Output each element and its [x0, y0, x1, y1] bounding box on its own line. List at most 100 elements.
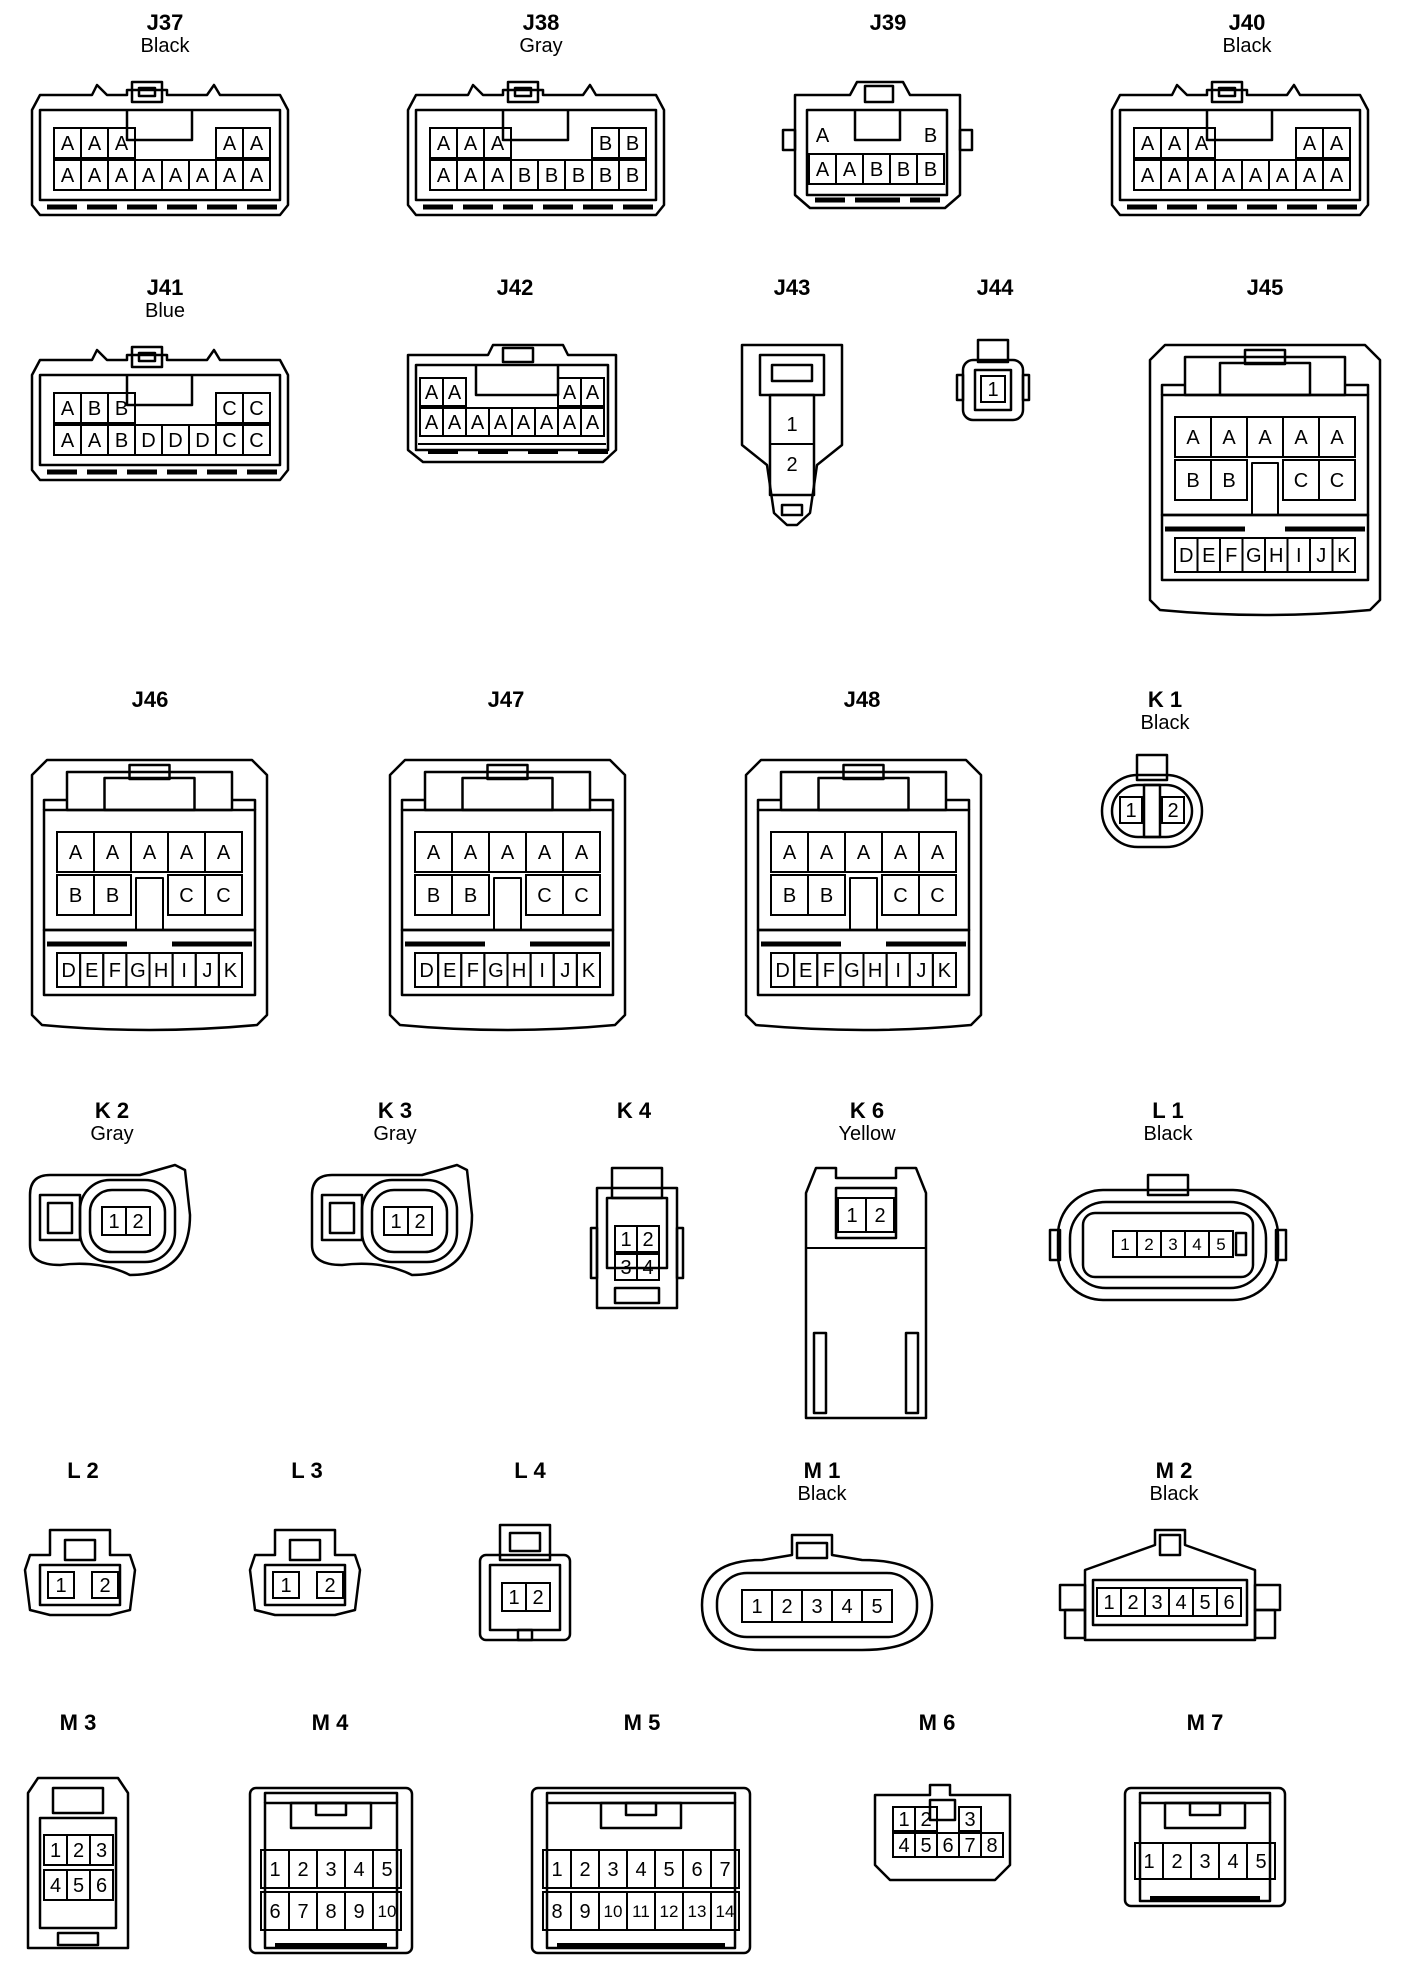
connector-id: L 2	[67, 1458, 98, 1483]
pin-label: F	[823, 960, 835, 982]
pin-cavity: 5	[1246, 1842, 1276, 1880]
pin-label: H	[1269, 545, 1283, 567]
pin-cavity: 3	[89, 1834, 114, 1866]
pin-label: G	[130, 960, 146, 982]
pin-cavity: A	[414, 831, 453, 873]
pin-label: A	[1141, 133, 1155, 155]
pin-cavity: A	[204, 831, 243, 873]
pin-cavity: 2	[771, 1589, 803, 1623]
pin-label: A	[494, 412, 508, 434]
pin-cavity: 2	[1120, 1587, 1146, 1617]
pin-cavity: H	[506, 952, 532, 988]
pin-label: A	[169, 165, 183, 187]
pin-cavity: B	[591, 127, 620, 159]
pin-label: A	[61, 165, 75, 187]
pin-label: A	[437, 133, 451, 155]
pin-label: 2	[579, 1859, 590, 1881]
connector-m1	[700, 1533, 934, 1652]
pin-label: A	[538, 842, 552, 864]
pin-label: I	[1296, 545, 1302, 567]
pin-cavity: 7	[958, 1832, 982, 1858]
pin-label: K	[1337, 545, 1351, 567]
pin-label: 5	[871, 1596, 882, 1618]
connector-j45	[1148, 343, 1382, 617]
connector-j43	[740, 343, 844, 527]
pin-label: 2	[297, 1859, 308, 1881]
pin-label: 1	[508, 1587, 519, 1609]
pin-cavity: A	[53, 127, 82, 159]
pin-label: B	[106, 885, 119, 907]
connector-j38	[406, 80, 666, 217]
pin-cavity: B	[80, 392, 109, 424]
pin-cavity: C	[881, 874, 920, 916]
pin-cavity: 11	[626, 1891, 656, 1931]
pin-label: A	[1168, 165, 1182, 187]
pin-label: A	[250, 133, 264, 155]
pin-cavity: A	[525, 831, 564, 873]
pin-cavity: A	[53, 424, 82, 456]
pin-cavity: 8	[316, 1891, 346, 1931]
pin-cavity: B	[618, 159, 647, 191]
pin-label: 13	[688, 1902, 707, 1921]
pin-cavity: B	[107, 424, 136, 456]
pin-label: D	[168, 430, 182, 452]
pin-cavity: 4	[43, 1869, 68, 1901]
pin-cavity: A	[1246, 416, 1284, 458]
pin-cavity: A	[80, 424, 109, 456]
connector-id: J42	[497, 275, 534, 300]
pin-label: E	[799, 960, 812, 982]
pin-label: A	[142, 165, 156, 187]
pin-label: A	[471, 412, 485, 434]
pin-cavity: D	[161, 424, 190, 456]
pin-label: A	[517, 412, 531, 434]
pin-label: F	[109, 960, 121, 982]
pin-label: A	[448, 412, 462, 434]
pin-label: 2	[324, 1575, 335, 1597]
connector-label-l3: L 3	[291, 1458, 322, 1483]
pin-cavity: B	[107, 392, 136, 424]
pin-label: E	[443, 960, 456, 982]
pin-cavity: A	[557, 407, 582, 437]
pin-label: 3	[1151, 1592, 1162, 1614]
pin-label: B	[1222, 470, 1235, 492]
pin-label: E	[85, 960, 98, 982]
pin-label: G	[1246, 545, 1262, 567]
pin-label: 2	[920, 1809, 931, 1831]
pin-label: B	[783, 885, 796, 907]
pin-label: A	[1258, 427, 1272, 449]
pin-label: B	[115, 398, 128, 420]
connector-id: M 7	[1187, 1710, 1224, 1735]
pin-cavity: A	[80, 127, 109, 159]
connector-l4	[478, 1523, 572, 1642]
pin-label: A	[61, 398, 75, 420]
pin-label: A	[115, 133, 129, 155]
pin-cavity: B	[618, 127, 647, 159]
pin-label: 2	[786, 454, 797, 476]
pin-label: A	[180, 842, 194, 864]
pin-label: 2	[642, 1229, 653, 1251]
pin-label: A	[425, 412, 439, 434]
connector-label-l4: L 4	[514, 1458, 546, 1483]
connector-id: M 4	[312, 1710, 349, 1735]
pin-cavity: A	[1133, 159, 1162, 191]
pin-cavity: 4	[344, 1849, 374, 1889]
pin-cavity: A	[1295, 159, 1324, 191]
pin-cavity: A	[816, 125, 830, 147]
pin-label: 2	[1127, 1592, 1138, 1614]
connector-m4	[248, 1786, 414, 1955]
pin-cavity: E	[79, 952, 105, 988]
connector-m7	[1123, 1786, 1287, 1908]
connector-label-k4: K 4	[617, 1098, 652, 1123]
pin-cavity: A	[1160, 159, 1189, 191]
pin-label: B	[518, 165, 531, 187]
pin-cavity: 2	[636, 1225, 660, 1253]
connector-id: J44	[977, 275, 1014, 300]
pin-cavity: C	[204, 874, 243, 916]
pin-cavity: A	[1187, 127, 1216, 159]
pin-label: B	[88, 398, 101, 420]
pin-label: A	[563, 382, 577, 404]
pin-cavity: B	[1210, 459, 1248, 501]
pin-label: A	[1330, 133, 1344, 155]
pin-label: A	[501, 842, 515, 864]
